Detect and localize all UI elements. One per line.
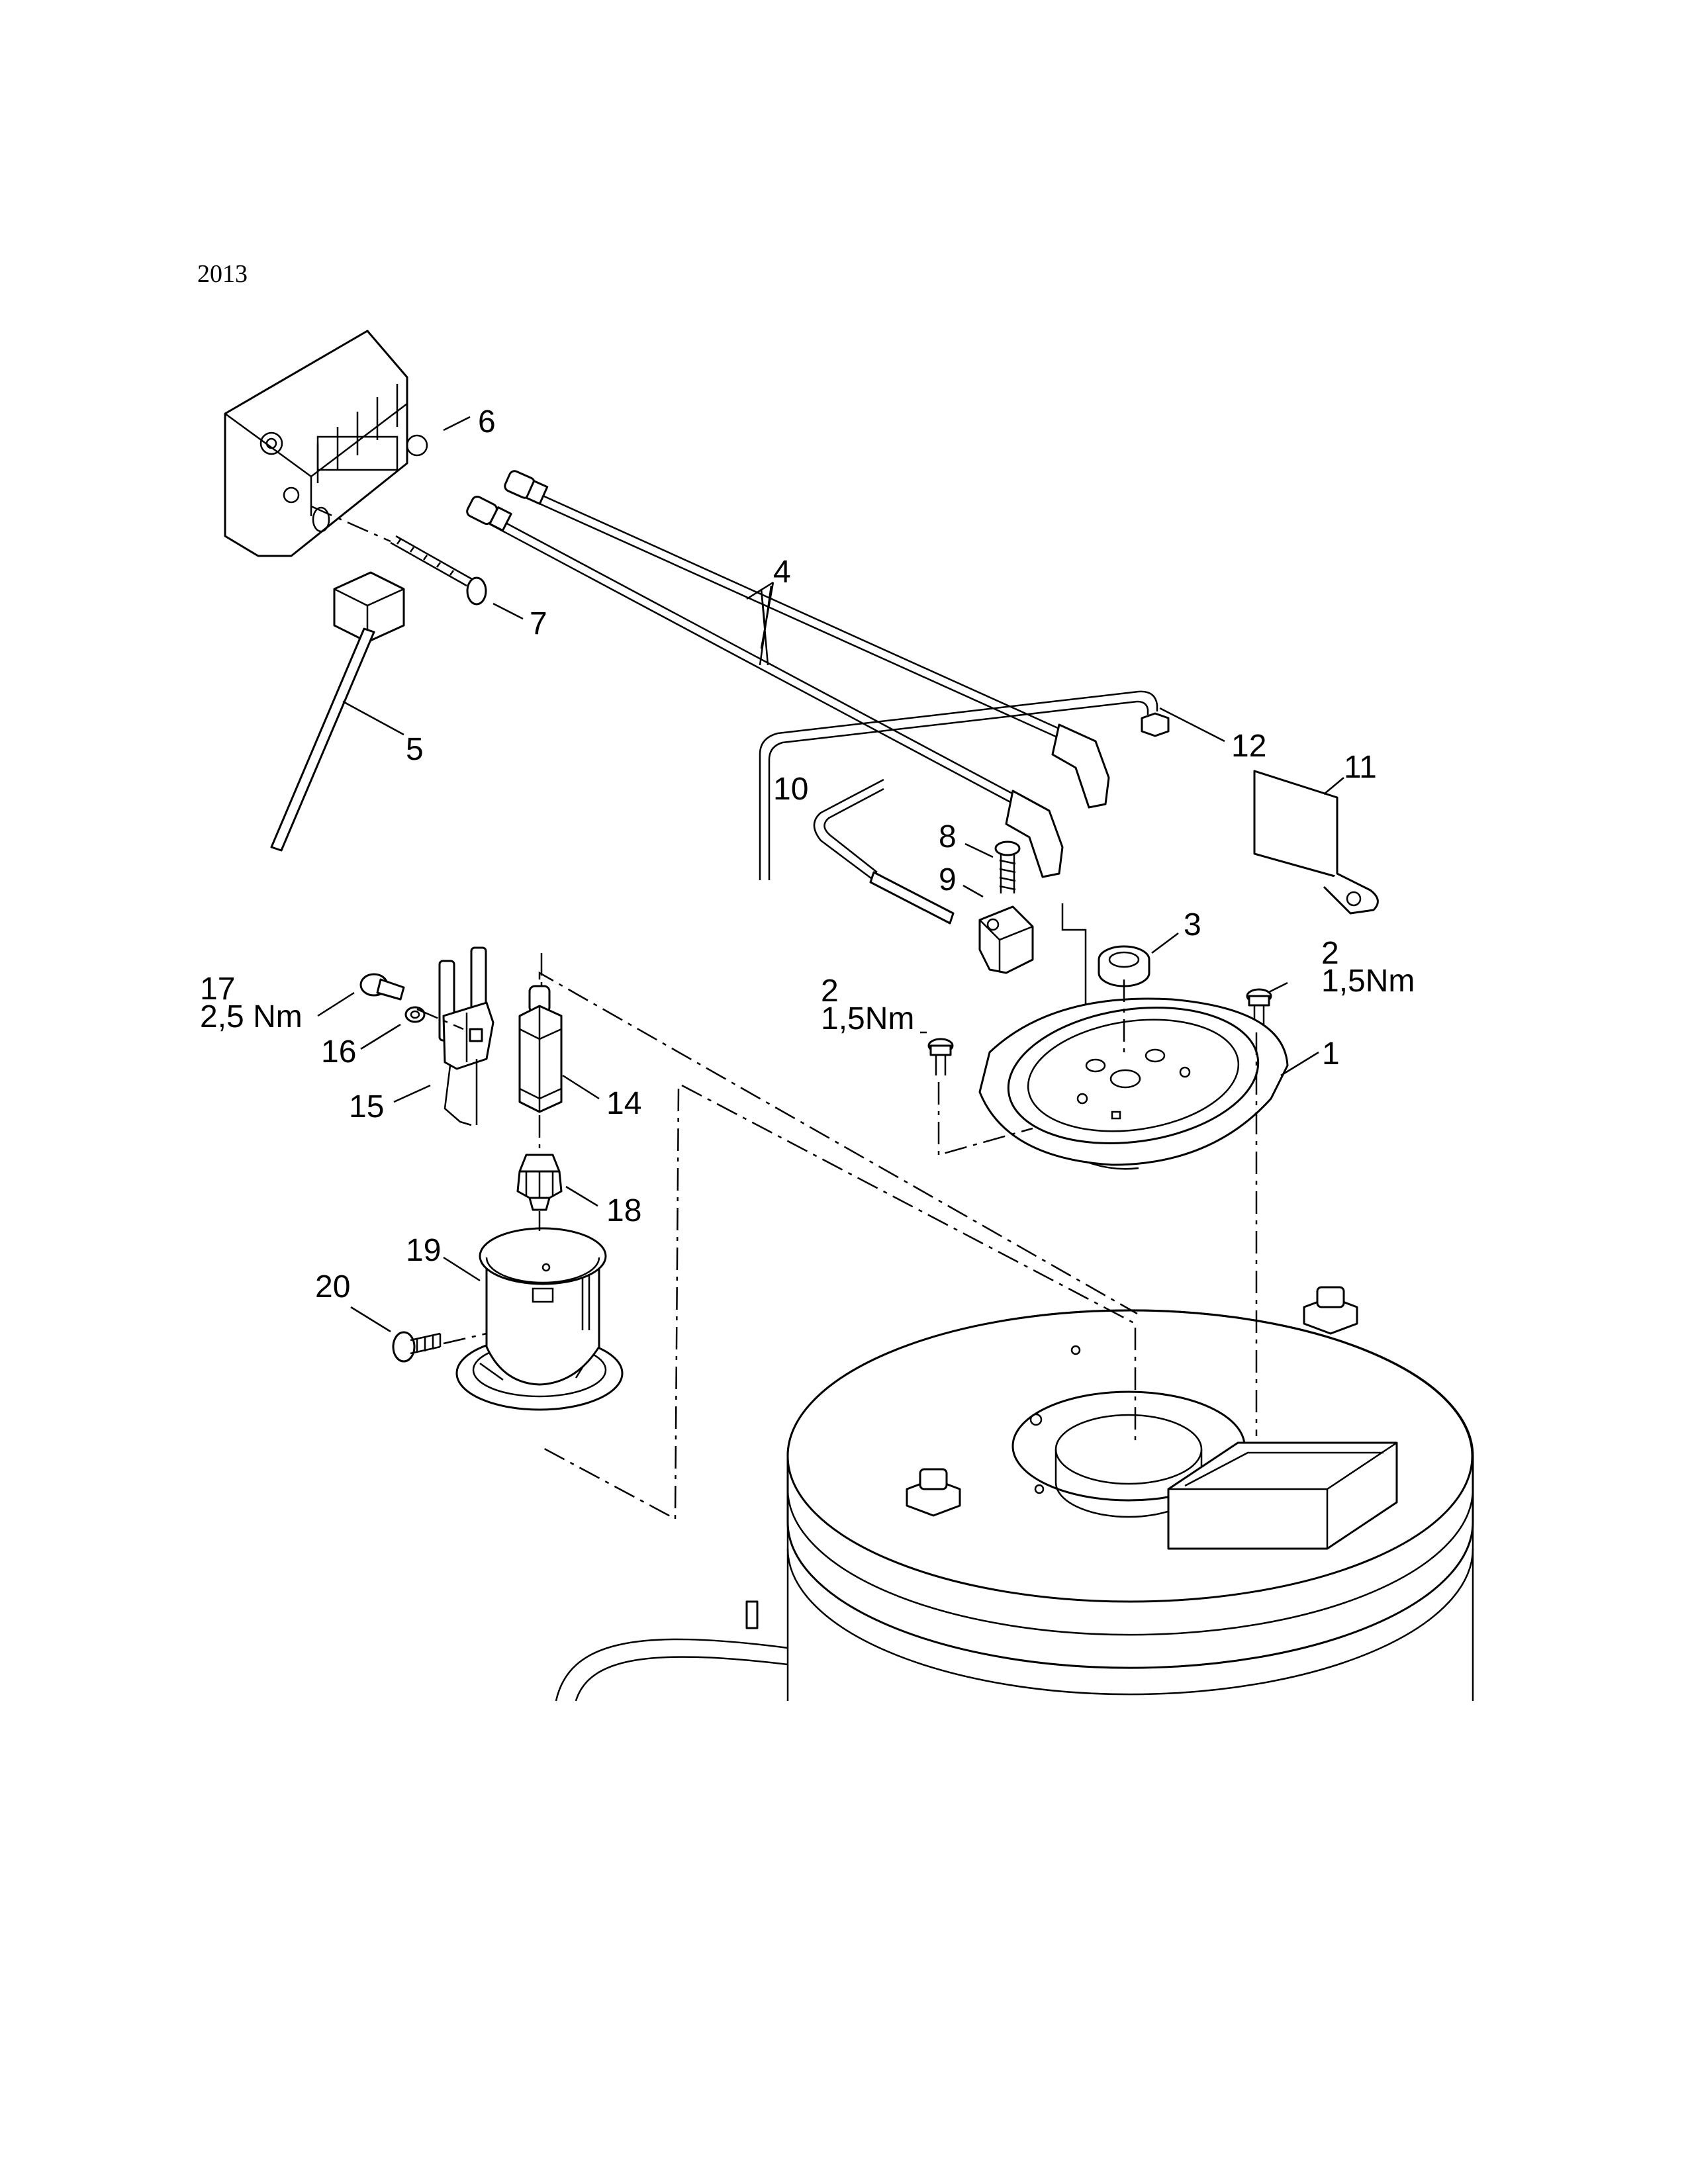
part-12-tube: [759, 690, 1170, 880]
callout-9: 9: [939, 862, 957, 897]
part-5-sensor: [270, 571, 405, 852]
callout-14: 14: [606, 1086, 641, 1121]
callout-labels: 6 7 4 5 12 11 10 8 9 3 2 1,5Nm 2 1,5Nm 1…: [200, 404, 1415, 1304]
callout-20: 20: [315, 1269, 350, 1304]
callout-2-left-torque: 1,5Nm: [821, 1001, 914, 1036]
part-10-lead: [813, 778, 955, 925]
part-18-nozzle: [516, 1154, 563, 1211]
part-6-control-block: [224, 330, 428, 557]
tank-fitting-right: [1303, 1286, 1358, 1335]
part-1-burner-plate: [978, 997, 1289, 1170]
leader-lines: [317, 416, 1344, 1333]
part-11-cover: [1253, 770, 1379, 915]
part-9-bracket: [978, 905, 1034, 974]
page-number: 2013: [197, 260, 248, 288]
part-8-screw: [994, 841, 1021, 893]
callout-1: 1: [1322, 1036, 1340, 1071]
callout-17-torque: 2,5 Nm: [200, 999, 303, 1034]
callout-7: 7: [530, 606, 547, 641]
tank: [555, 1286, 1474, 1702]
part-15-electrode: [438, 946, 494, 1126]
part-7-screw: [310, 505, 487, 606]
callout-11: 11: [1344, 750, 1377, 785]
callout-4: 4: [773, 555, 791, 590]
callout-3: 3: [1184, 907, 1201, 942]
part-19-burner-cup: [455, 1227, 624, 1411]
callout-18: 18: [606, 1193, 641, 1228]
part-14-injector: [518, 985, 563, 1113]
tank-fitting-left: [906, 1468, 961, 1517]
callout-8: 8: [939, 819, 957, 854]
callout-17: 17: [200, 972, 235, 1007]
callout-5: 5: [406, 732, 424, 767]
callout-2-left: 2: [821, 974, 839, 1009]
part-4-ignition-cables: [466, 470, 1110, 1112]
part-2-screw-left: [927, 1038, 954, 1075]
part-20-screw: [392, 1331, 442, 1363]
callout-10: 10: [773, 772, 808, 807]
callout-19: 19: [406, 1233, 441, 1268]
callout-2-right-torque: 1,5Nm: [1321, 964, 1415, 999]
callout-6: 6: [478, 404, 496, 439]
assembly-lines: [416, 953, 1258, 1521]
part-3-nut: [1098, 945, 1150, 987]
callout-16: 16: [321, 1034, 356, 1069]
tank-housing-box: [1167, 1441, 1398, 1550]
part-16-washer: [404, 1006, 426, 1023]
part-17-screw: [359, 973, 405, 1001]
callout-2-right: 2: [1321, 936, 1339, 971]
callout-12: 12: [1231, 729, 1266, 764]
callout-15: 15: [349, 1089, 384, 1124]
part-2-screw-right: [1246, 988, 1272, 1027]
